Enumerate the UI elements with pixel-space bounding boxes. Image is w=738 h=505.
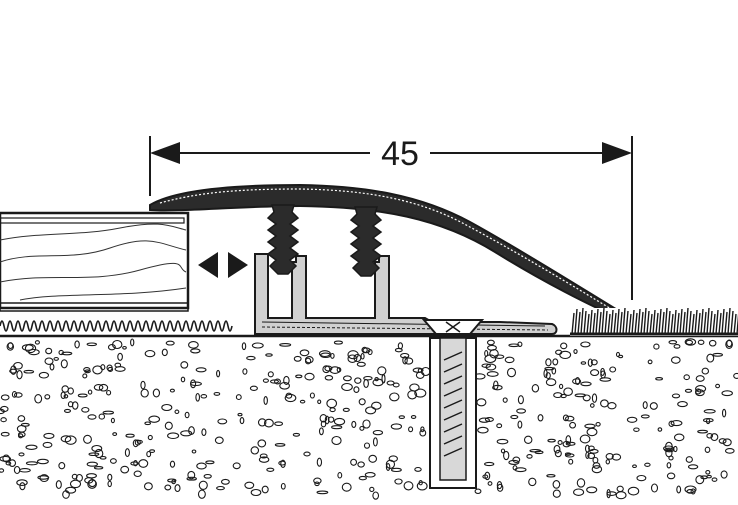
screw-and-dowel: [421, 319, 485, 489]
arrowhead-left-icon: [150, 142, 180, 164]
wood-floor-panel: [0, 211, 190, 312]
wood-grain: [0, 223, 187, 301]
double-arrow-left-right-icon: [198, 252, 248, 278]
underlay-wave: [0, 320, 233, 332]
dimension-value: 45: [370, 134, 430, 174]
arrowhead-right-icon: [602, 142, 632, 164]
dimension-line: [149, 136, 633, 300]
screed-subfloor: [0, 334, 738, 500]
stone-texture: [0, 338, 738, 500]
carpet-floor: [570, 307, 738, 336]
base-rail: [254, 253, 558, 335]
transition-profile-cover: [149, 183, 637, 324]
